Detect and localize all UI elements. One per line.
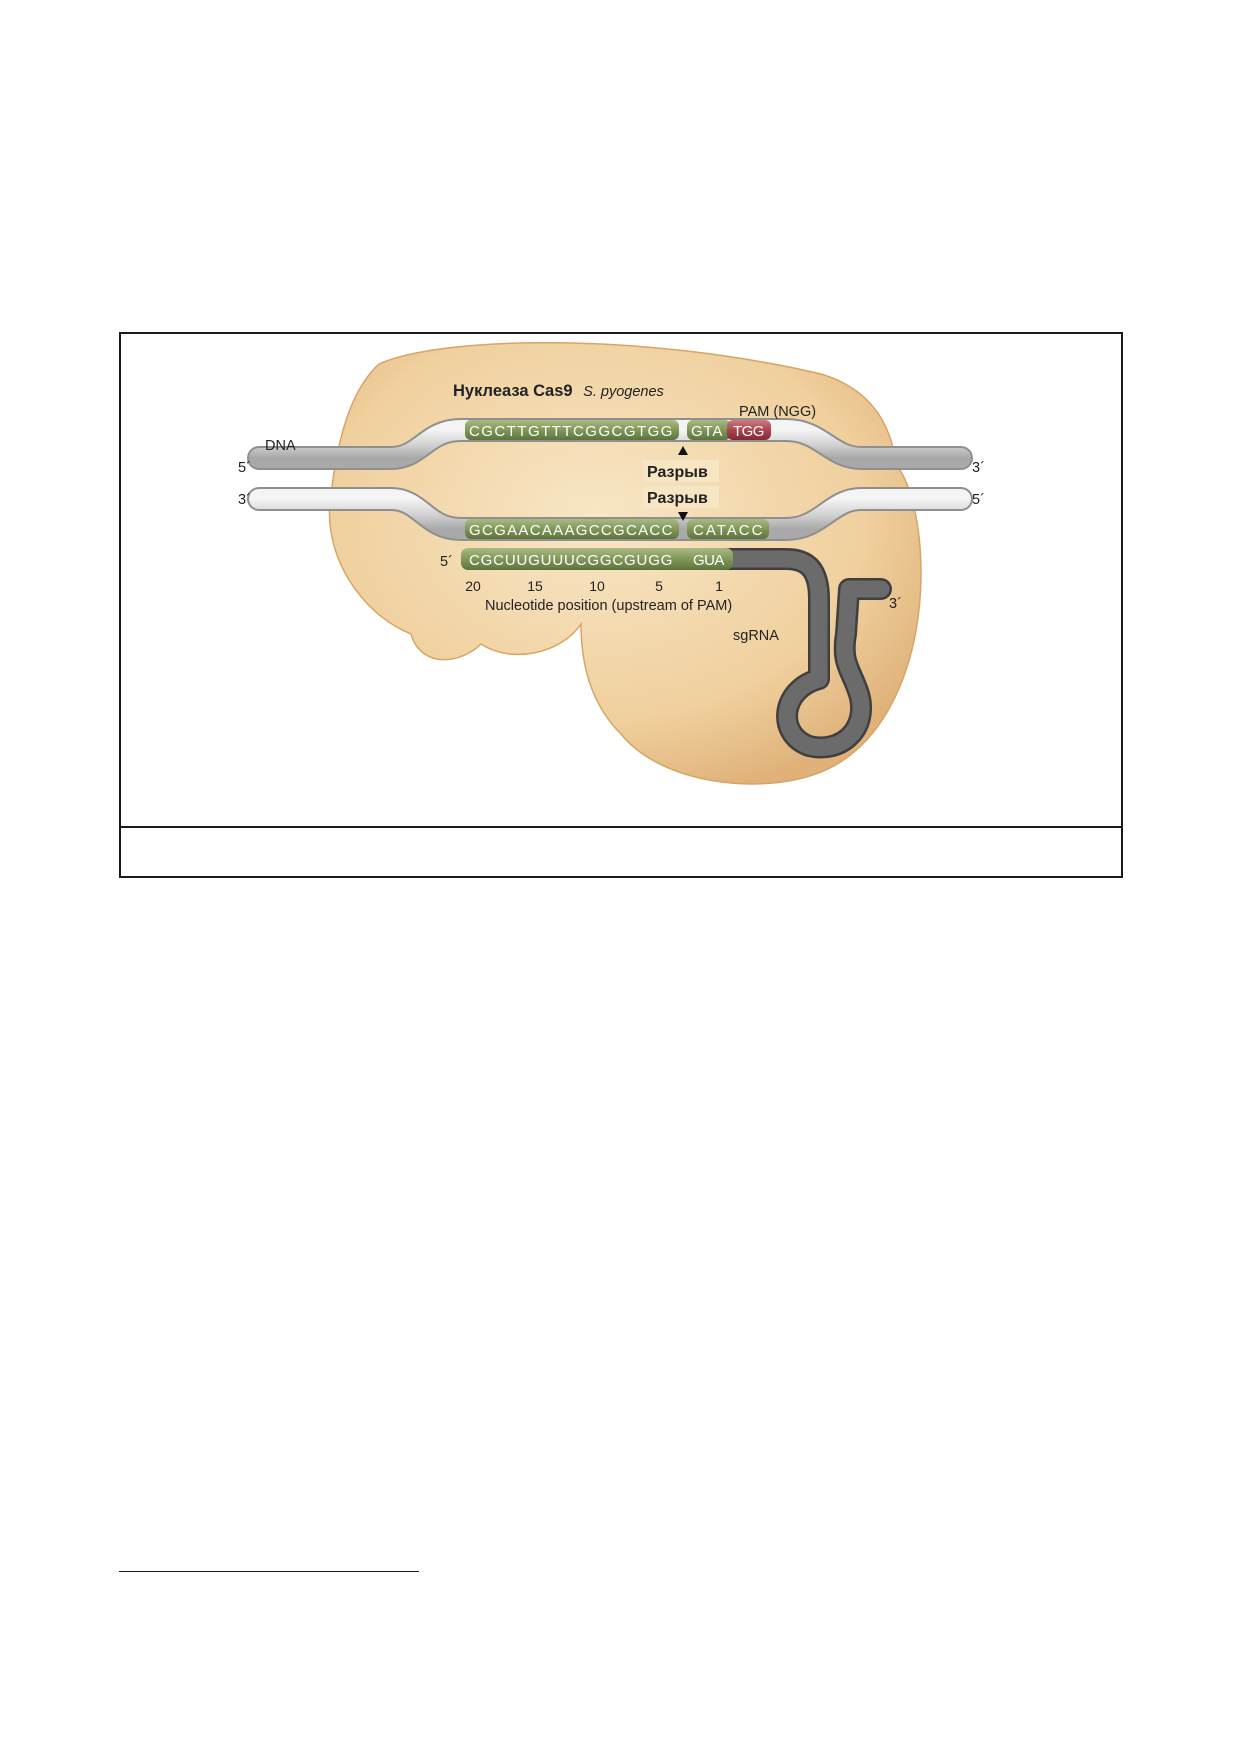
dna-label: DNA: [265, 438, 296, 454]
top-target-seq: CGCTTGTTTCGGCGTGG: [469, 423, 675, 440]
caption-row: [121, 826, 1121, 876]
top-after-cut-segment: [687, 420, 731, 440]
cut-label-top: Разрыв: [647, 464, 708, 481]
bottom-target-seq: GCGAACAAAGCCGCACC: [469, 522, 675, 539]
bottom-left-end: 3´: [238, 492, 251, 508]
footnote-rule: [119, 1571, 419, 1572]
positions-label: Nucleotide position (upstream of PAM): [485, 598, 732, 614]
cut-arrow-down-icon: [678, 512, 688, 521]
position-tick: 1: [715, 578, 723, 594]
position-tick: 10: [589, 578, 605, 594]
cut-label-bottom: Разрыв: [647, 490, 708, 507]
position-ticks: 20 15 10 5 1: [465, 578, 723, 594]
title-italic: S. pyogenes: [583, 384, 664, 400]
pam-seq: TGG: [733, 423, 767, 440]
top-after-cut-seq: GTA: [691, 423, 725, 440]
figure-title: Нуклеаза Cas9 S. pyogenes: [453, 382, 664, 400]
sgrna-tail-seq: GUA: [693, 552, 727, 569]
sgrna-label: sgRNA: [733, 628, 779, 644]
bottom-after-cut-segment: [687, 519, 769, 539]
cut-arrow-up-icon: [678, 446, 688, 455]
title-bold: Нуклеаза Cas9: [453, 382, 573, 400]
position-tick: 15: [527, 578, 543, 594]
position-tick: 20: [465, 578, 481, 594]
sgrna-main-seq: CGCUUGUUUCGGCGUGG: [469, 552, 675, 569]
sgrna-five-prime: 5´: [440, 554, 453, 570]
bottom-right-end: 5´: [972, 492, 985, 508]
pam-label: PAM (NGG): [739, 404, 816, 420]
bottom-after-cut-seq: CATACC: [693, 522, 765, 539]
top-left-end: 5´: [238, 460, 251, 476]
figure-frame: CGCTTGTTTCGGCGTGG GTA TGG GCGAACAAAGCCGC…: [119, 332, 1123, 878]
pam-segment: [727, 420, 771, 440]
top-target-segment: [465, 420, 679, 440]
sgrna-guide-segment: [461, 548, 733, 570]
cas9-diagram: CGCTTGTTTCGGCGTGG GTA TGG GCGAACAAAGCCGC…: [238, 342, 985, 785]
sgrna-three-prime: 3´: [889, 596, 902, 612]
top-right-end: 3´: [972, 460, 985, 476]
bottom-target-segment: [465, 519, 679, 539]
position-tick: 5: [655, 578, 663, 594]
